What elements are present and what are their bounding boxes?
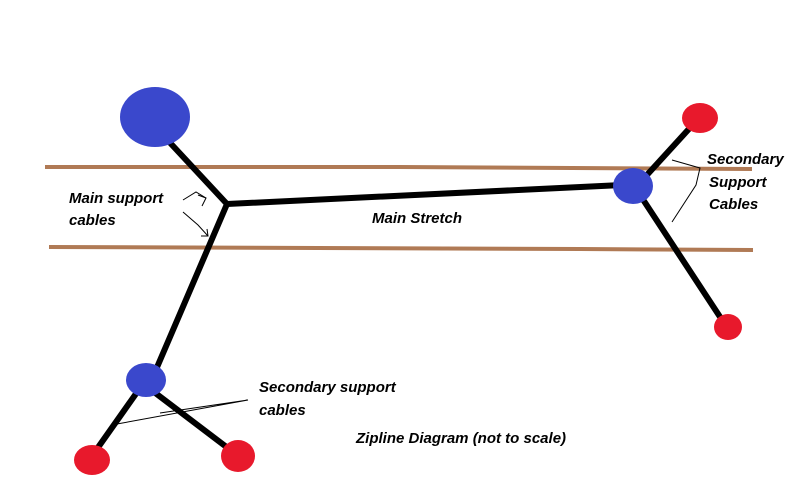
arrowhead-lower: [201, 228, 209, 237]
blue-node-top-left: [120, 87, 190, 147]
label-main-support-line2: cables: [69, 212, 116, 229]
annotation-lines: [116, 159, 701, 425]
cable-bottom-left-2: [151, 389, 240, 458]
blue-nodes: [120, 87, 653, 397]
brown-line-lower: [48, 245, 754, 252]
red-nodes: [74, 103, 742, 475]
red-node-bottom-right: [714, 314, 742, 340]
cable-main-stretch: [224, 182, 625, 207]
pointer-main-support-upper: [182, 191, 207, 201]
pointer-secondary-right: [671, 159, 701, 223]
pointer-main-support-lower: [182, 211, 209, 237]
label-main-stretch: Main Stretch: [372, 210, 462, 227]
blue-node-bottom-left: [126, 363, 166, 397]
diagram-caption: Zipline Diagram (not to scale): [355, 430, 566, 447]
arrowhead-upper: [197, 194, 207, 207]
label-secondary-right-line2: Support: [709, 174, 767, 191]
label-secondary-right-line1: Secondary: [707, 151, 784, 168]
label-secondary-left-line1: Secondary support: [259, 379, 397, 396]
red-node-bottom-left: [74, 445, 110, 475]
label-main-support-line1: Main support: [69, 190, 164, 207]
pointer-secondary-left: [116, 399, 249, 425]
label-secondary-right-line3: Cables: [709, 196, 758, 213]
cable-down-left: [152, 201, 230, 375]
cable-right-down: [639, 195, 729, 329]
cable-top-left: [157, 129, 230, 207]
cable-bottom-left-1: [89, 385, 143, 459]
red-node-bottom-middle: [221, 440, 255, 472]
blue-node-right: [613, 168, 653, 204]
black-cables: [89, 116, 729, 459]
red-node-top-right: [682, 103, 718, 133]
brown-line-upper: [45, 165, 753, 171]
label-secondary-left-line2: cables: [259, 402, 306, 419]
